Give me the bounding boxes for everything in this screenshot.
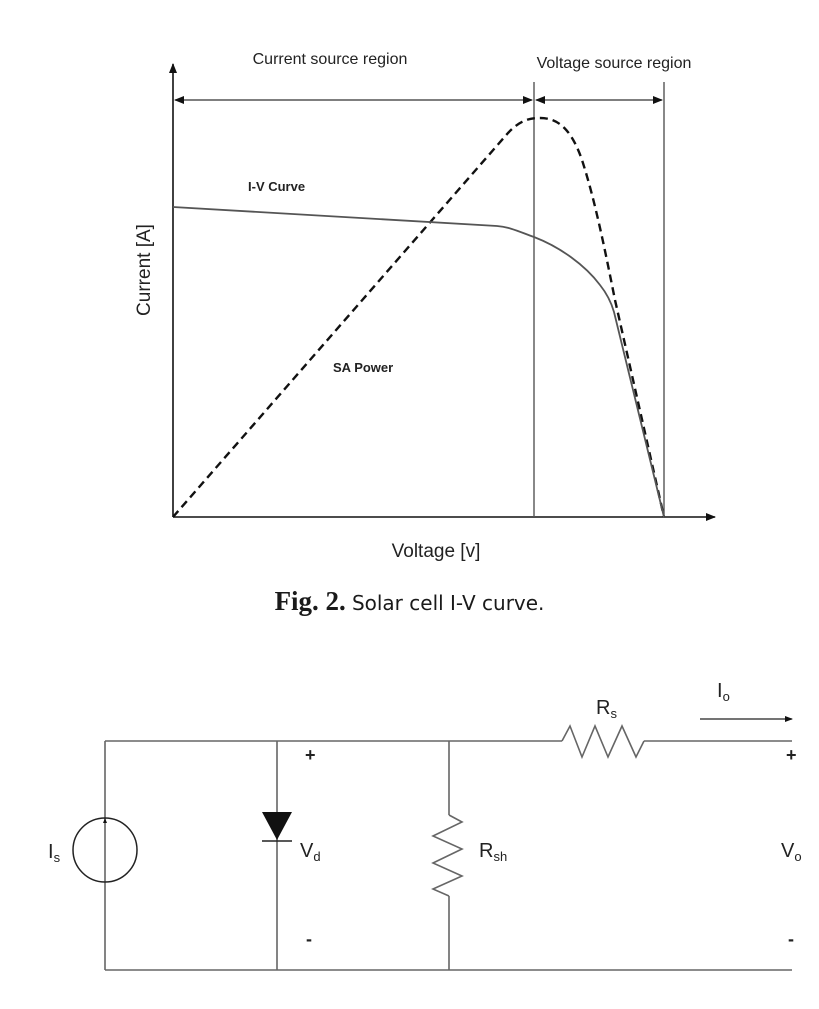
diode-label: Vd	[300, 840, 321, 864]
figure-caption: Fig. 2. Solar cell I-V curve.	[0, 586, 819, 617]
series-resistor-label: Rs	[596, 697, 617, 721]
output-current-label: Io	[717, 680, 730, 704]
sa-power-curve	[172, 116, 666, 518]
x-axis-label: Voltage [v]	[392, 541, 481, 562]
figure-caption-text: Solar cell I-V curve.	[351, 591, 545, 615]
diode-minus-sign: -	[306, 929, 312, 949]
output-minus-sign: -	[788, 929, 794, 949]
diode-plus-sign: +	[305, 745, 316, 765]
current-source-arrow-icon	[103, 818, 107, 823]
sa-power-label: SA Power	[333, 360, 393, 375]
equivalent-circuit: Is Vd Rsh Rs Io Vo + - + -	[48, 680, 802, 971]
diode-icon	[262, 812, 292, 842]
iv-curve	[172, 206, 665, 518]
iv-chart: Current source region Voltage source reg…	[134, 51, 716, 562]
shunt-resistor-label: Rsh	[479, 840, 507, 864]
voltage-region-label: Voltage source region	[537, 55, 692, 72]
current-source-label: Is	[48, 841, 61, 865]
shunt-resistor	[431, 814, 464, 897]
figure-number: Fig. 2.	[274, 586, 346, 616]
current-region-label: Current source region	[253, 51, 408, 68]
output-plus-sign: +	[786, 745, 797, 765]
series-resistor	[561, 723, 645, 760]
y-axis-label: Current [A]	[134, 224, 155, 316]
output-voltage-label: Vo	[781, 840, 802, 864]
iv-curve-label: I-V Curve	[248, 179, 305, 194]
